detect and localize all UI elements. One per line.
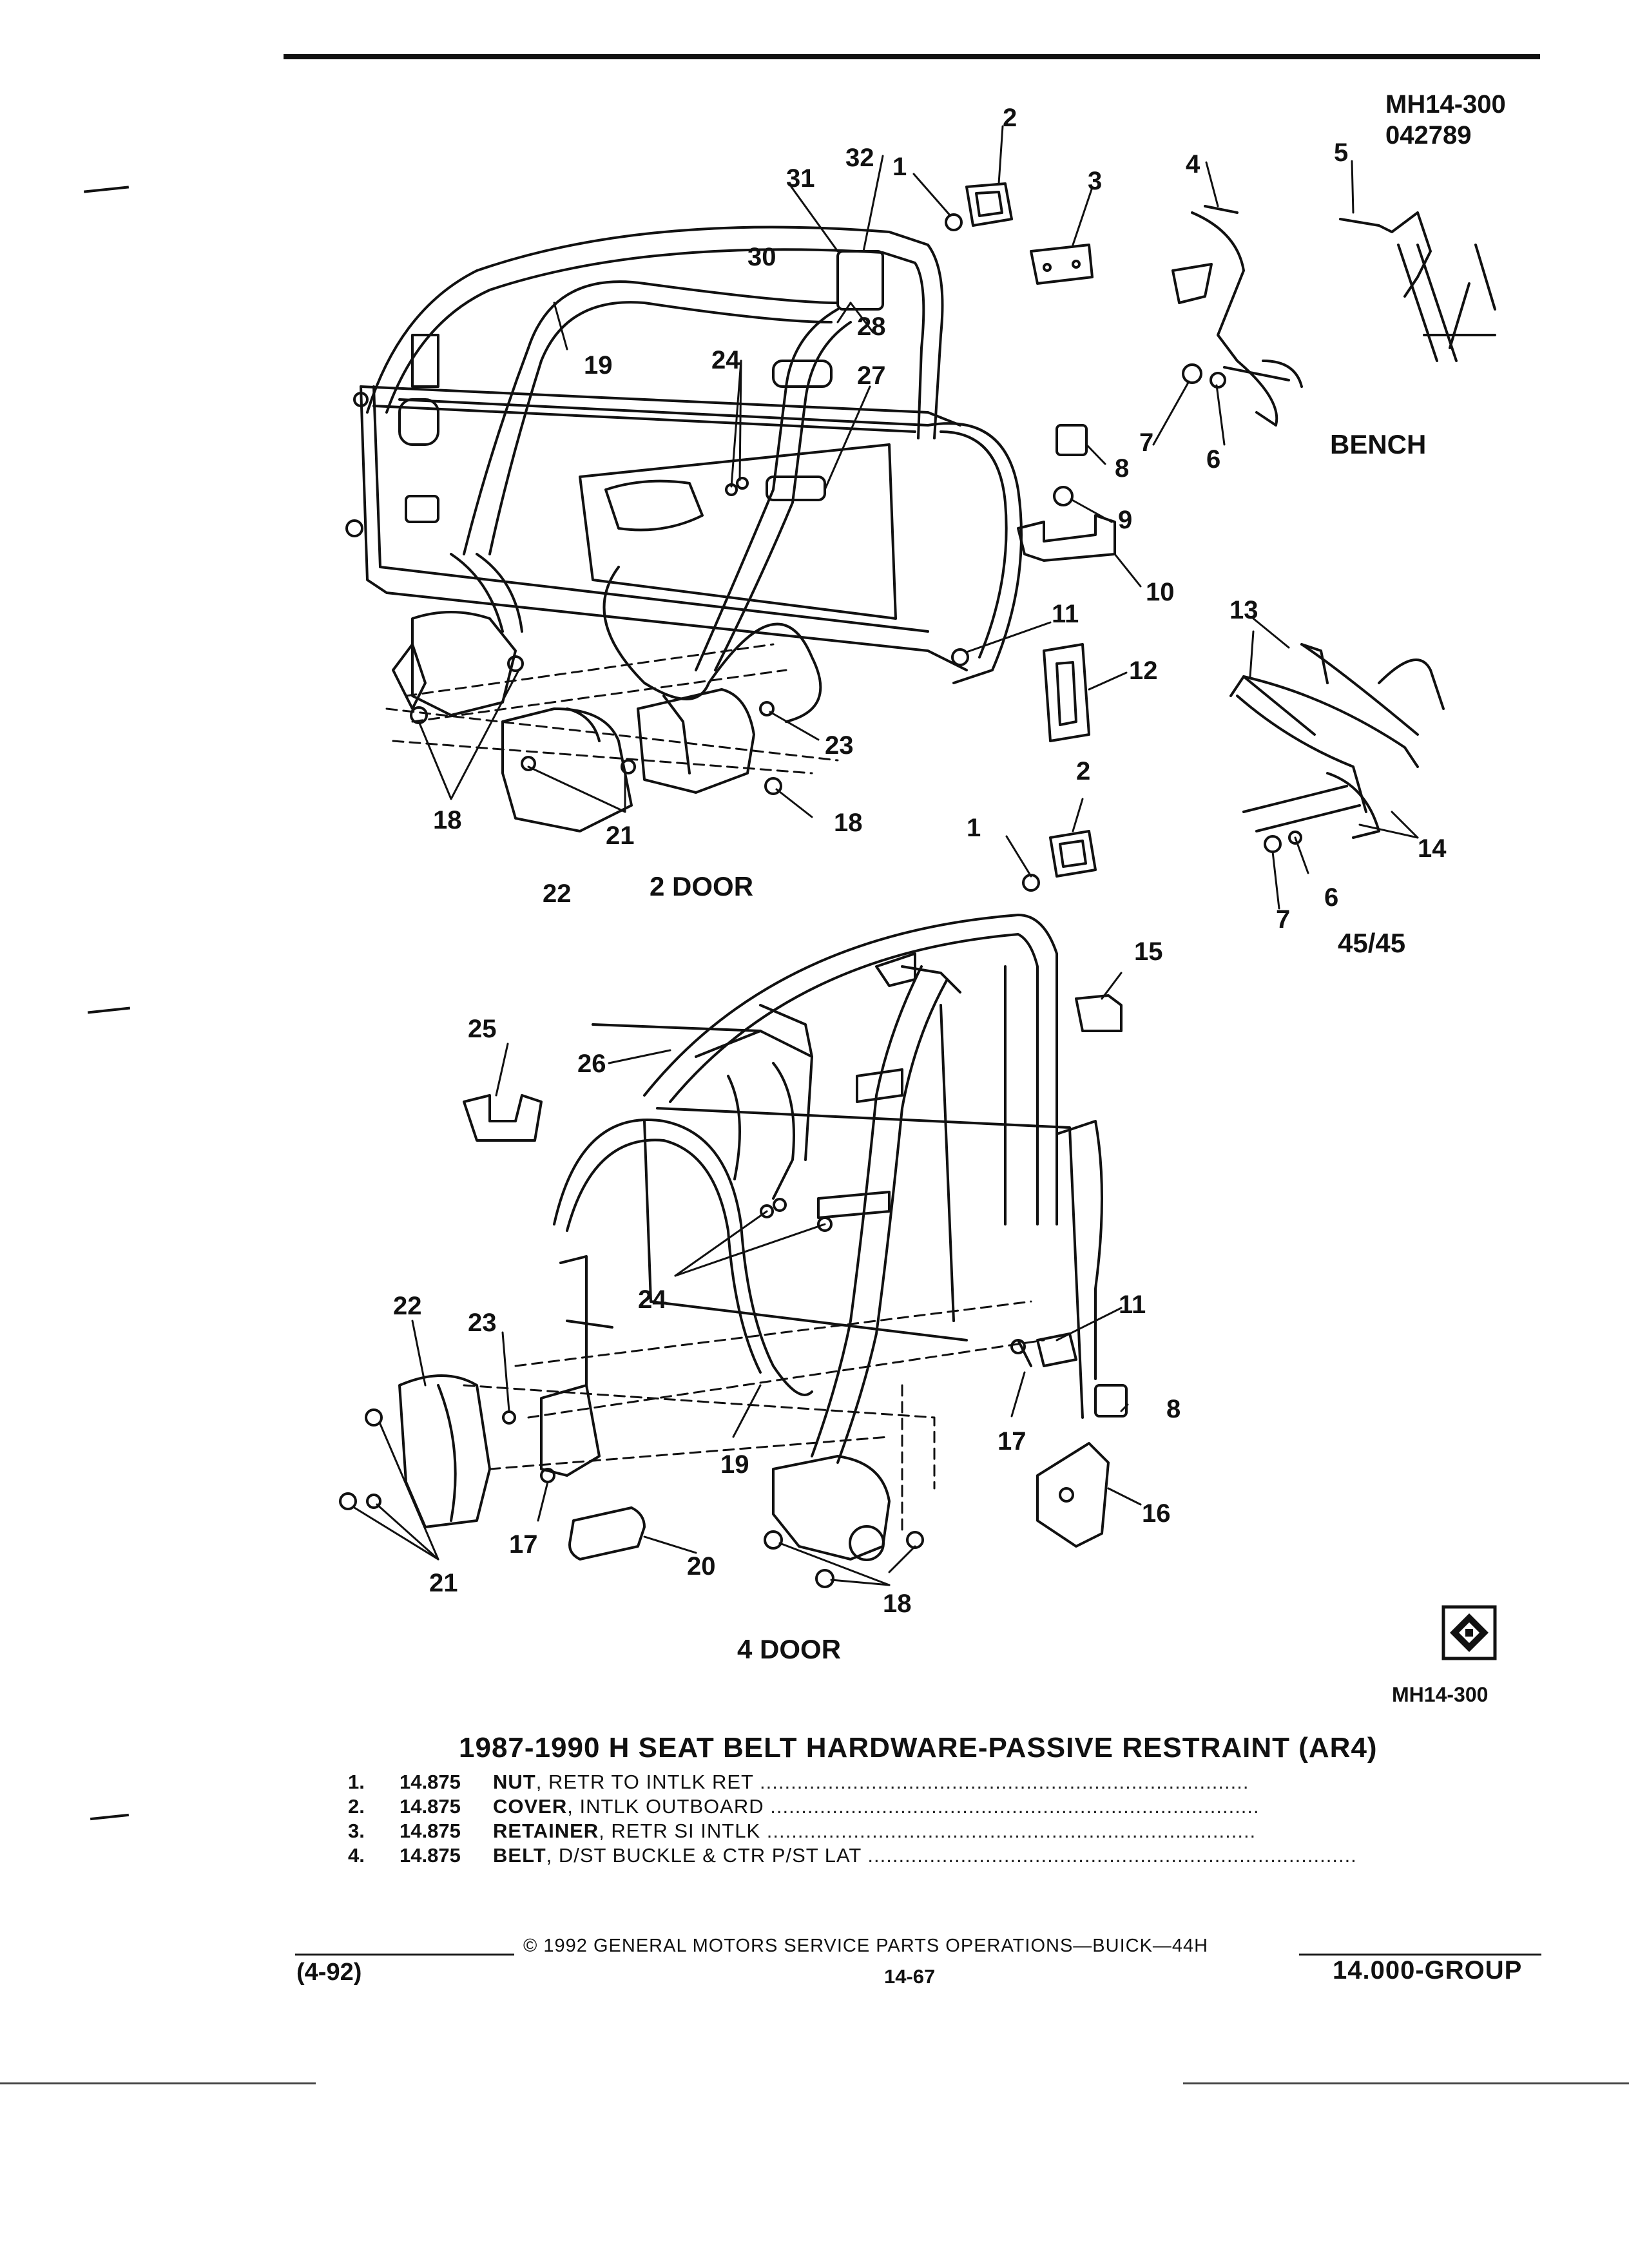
parts-list: 1. 14.875 NUT, RETR TO INTLK RET .......… [348, 1771, 1543, 1869]
callout-22b: 22 [393, 1292, 422, 1320]
callout-12: 12 [1129, 657, 1158, 685]
callout-24: 24 [711, 346, 740, 374]
page-title: 1987-1990 H SEAT BELT HARDWARE-PASSIVE R… [459, 1732, 1378, 1763]
top-rule [284, 54, 1540, 59]
callout-3: 3 [1088, 167, 1102, 195]
callout-6b: 6 [1324, 883, 1338, 912]
part-description: RETAINER, RETR SI INTLK ................… [493, 1820, 1257, 1842]
group-label: 14.000-GROUP [1333, 1956, 1523, 1984]
callout-18c: 18 [883, 1590, 912, 1618]
part-group: 14.875 [400, 1844, 461, 1867]
view-label-split: 45/45 [1338, 928, 1406, 958]
callout-30: 30 [747, 243, 776, 271]
callout-2b: 2 [1076, 757, 1090, 785]
part-group: 14.875 [400, 1771, 461, 1793]
part-number: 2. [348, 1795, 365, 1818]
callout-2: 2 [1003, 104, 1017, 132]
copyright-notice: © 1992 GENERAL MOTORS SERVICE PARTS OPER… [523, 1936, 1209, 1956]
callout-21: 21 [606, 822, 635, 850]
callout-28: 28 [857, 312, 886, 341]
callout-17: 17 [998, 1427, 1027, 1456]
callout-4: 4 [1186, 150, 1200, 178]
callout-26: 26 [577, 1050, 606, 1078]
part-number: 4. [348, 1844, 365, 1867]
callout-1b: 1 [967, 814, 981, 842]
callout-10: 10 [1146, 578, 1175, 606]
header-date-code: 042789 [1385, 121, 1472, 149]
figure-code: MH14-300 [1392, 1683, 1489, 1706]
callout-7b: 7 [1276, 905, 1290, 934]
callout-14: 14 [1418, 834, 1447, 863]
callout-23: 23 [825, 731, 854, 760]
view-label-bench: BENCH [1330, 429, 1427, 459]
callout-7: 7 [1139, 428, 1153, 457]
upper-small-parts [945, 182, 1496, 853]
callout-15: 15 [1134, 937, 1163, 966]
callout-25: 25 [468, 1015, 497, 1043]
callout-18a: 18 [433, 806, 462, 834]
callout-1: 1 [892, 153, 907, 181]
callout-19: 19 [584, 351, 613, 380]
callout-19b: 19 [720, 1450, 749, 1479]
part-number: 1. [348, 1771, 365, 1793]
callout-32: 32 [845, 144, 874, 172]
callout-9: 9 [1118, 506, 1132, 534]
callout-21b: 21 [429, 1569, 458, 1597]
leader-lines [353, 125, 1419, 1586]
callout-8b: 8 [1166, 1395, 1181, 1423]
callout-31: 31 [786, 164, 815, 193]
callout-18b: 18 [834, 809, 863, 837]
callout-24b: 24 [638, 1285, 667, 1314]
part-group: 14.875 [400, 1820, 461, 1842]
footer-rule-left [295, 1954, 514, 1956]
four-door-frame [339, 830, 1128, 1588]
part-description: BELT, D/ST BUCKLE & CTR P/ST LAT .......… [493, 1844, 1357, 1867]
header-code: MH14-300 [1385, 90, 1506, 119]
callout-13: 13 [1229, 596, 1258, 624]
margin-mark [90, 1813, 130, 1821]
list-item: 3. 14.875 RETAINER, RETR SI INTLK ......… [348, 1820, 1543, 1844]
revision-date: (4-92) [296, 1959, 362, 1986]
callout-16: 16 [1142, 1499, 1171, 1528]
page-number: 14-67 [884, 1965, 936, 1988]
callout-27: 27 [857, 361, 886, 390]
part-description: NUT, RETR TO INTLK RET .................… [493, 1771, 1249, 1793]
list-item: 1. 14.875 NUT, RETR TO INTLK RET .......… [348, 1771, 1543, 1795]
callout-11: 11 [1052, 600, 1079, 628]
callout-20: 20 [687, 1552, 716, 1581]
bottom-rule-left [0, 2082, 316, 2084]
seat-belt-exploded-diagram: 1 2 3 4 5 6 7 8 9 10 11 12 13 14 6 7 31 … [339, 104, 1496, 1618]
callout-8: 8 [1115, 454, 1129, 483]
list-item: 2. 14.875 COVER, INTLK OUTBOARD ........… [348, 1795, 1543, 1820]
view-label-two-door: 2 DOOR [650, 871, 754, 901]
two-door-frame [345, 226, 1023, 832]
view-label-four-door: 4 DOOR [737, 1634, 842, 1664]
part-group: 14.875 [400, 1795, 461, 1818]
bottom-rule-right [1183, 2082, 1629, 2084]
callout-23b: 23 [468, 1309, 497, 1337]
callout-5: 5 [1334, 139, 1348, 167]
callout-17b: 17 [509, 1530, 538, 1559]
callout-11b: 11 [1119, 1291, 1146, 1319]
callout-6: 6 [1206, 445, 1220, 474]
callouts: 1 2 3 4 5 6 7 8 9 10 11 12 13 14 6 7 31 … [393, 104, 1447, 1618]
footer-rule-right [1299, 1954, 1541, 1956]
part-number: 3. [348, 1820, 365, 1842]
gm-parts-logo-icon [1441, 1605, 1497, 1660]
list-item: 4. 14.875 BELT, D/ST BUCKLE & CTR P/ST L… [348, 1844, 1543, 1869]
callout-22: 22 [543, 879, 572, 908]
part-description: COVER, INTLK OUTBOARD ..................… [493, 1795, 1260, 1818]
